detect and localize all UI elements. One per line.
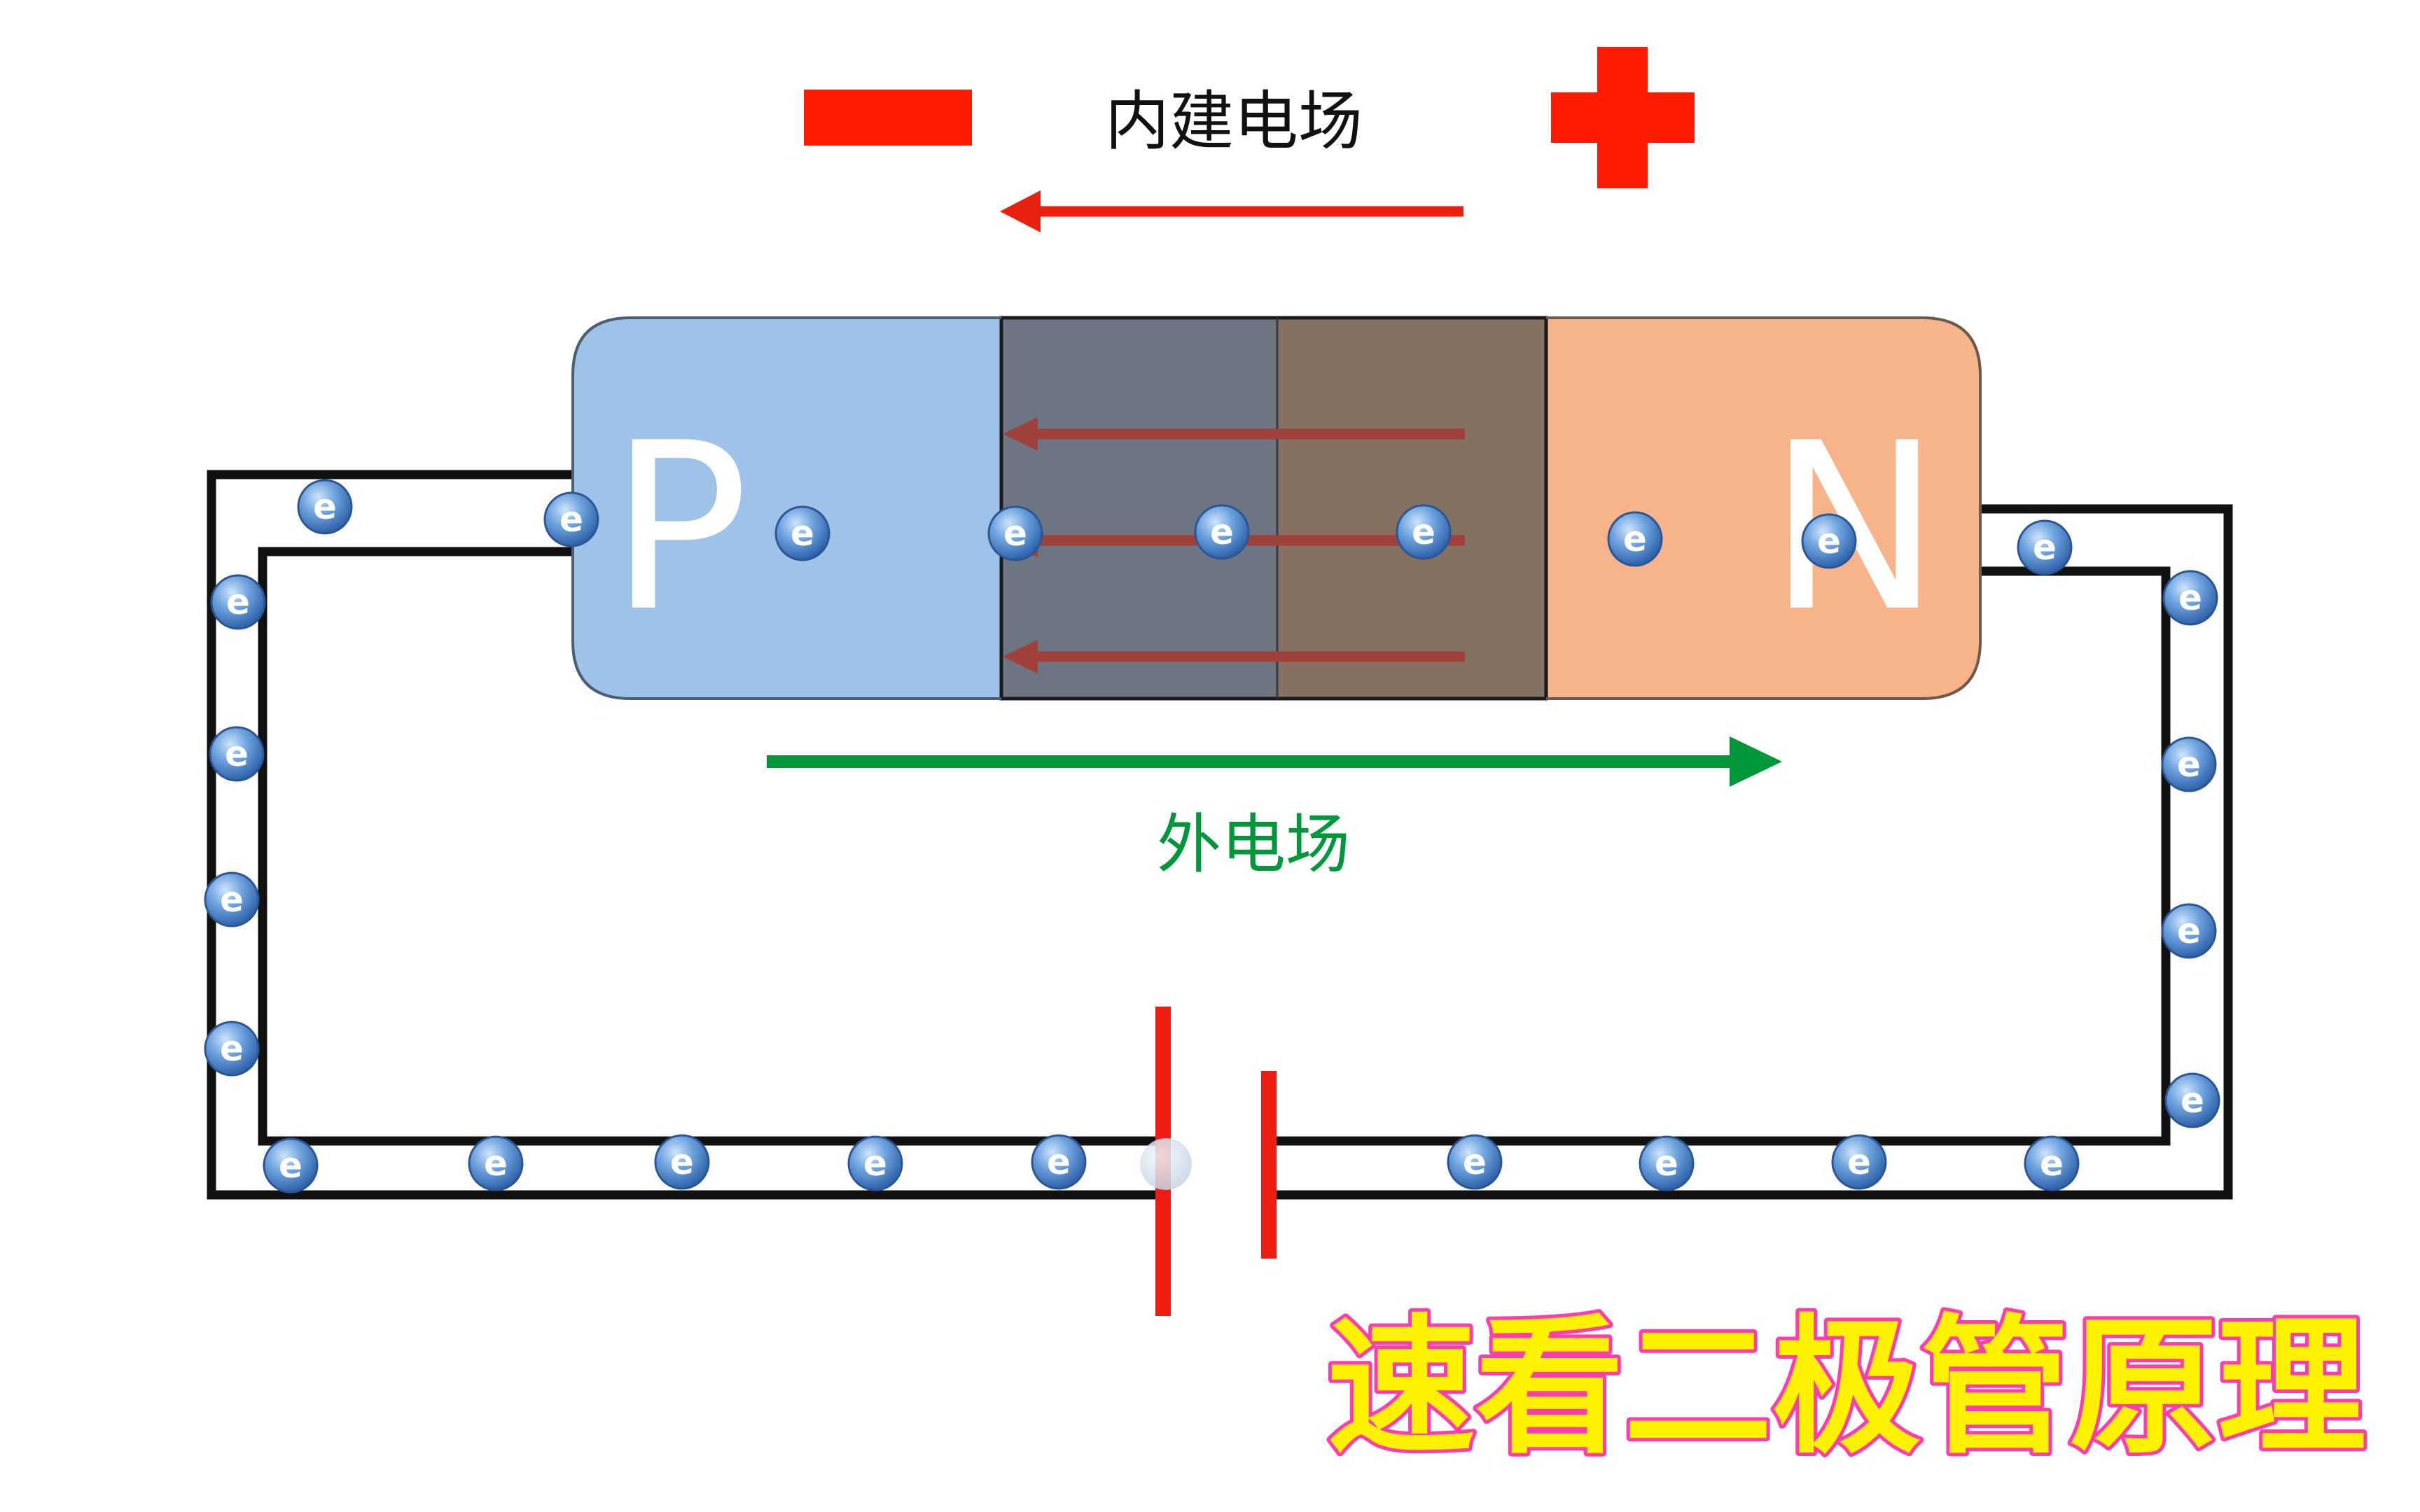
- electron-25: e: [2161, 903, 2217, 959]
- electron-1: e: [297, 479, 353, 535]
- electron-6: e: [1396, 504, 1452, 560]
- electron-15: e: [468, 1135, 524, 1191]
- electron-label: e: [2177, 744, 2201, 785]
- p-region-label: P: [610, 393, 749, 662]
- electron-label: e: [559, 499, 583, 540]
- electron-13: e: [204, 1021, 260, 1077]
- faded-electron: [1140, 1138, 1192, 1190]
- electron-label: e: [220, 1028, 244, 1069]
- electron-21: e: [1831, 1134, 1887, 1190]
- electron-label: e: [1847, 1142, 1871, 1182]
- electron-label: e: [1412, 512, 1435, 552]
- electrons: e e e e e e e e e e e e e e e e e e e e e e e e e e: [204, 479, 2220, 1194]
- electron-17: e: [847, 1135, 903, 1191]
- electron-3: e: [774, 505, 830, 561]
- depletion-region-border: [999, 316, 1548, 701]
- electron-10: e: [210, 574, 266, 630]
- electron-23: e: [2162, 570, 2218, 626]
- diode-body: P N: [571, 316, 1982, 701]
- electron-18: e: [1031, 1134, 1087, 1190]
- title: 速看二极管原理: [1327, 1301, 2366, 1474]
- electron-label: e: [791, 513, 814, 554]
- electron-label: e: [226, 582, 250, 622]
- electron-label: e: [484, 1143, 508, 1184]
- n-region-label: N: [1768, 393, 1941, 662]
- electron-24: e: [2161, 736, 2217, 792]
- electron-8: e: [1801, 513, 1857, 569]
- electron-5: e: [1194, 504, 1250, 560]
- electron-label: e: [220, 879, 244, 920]
- electron-16: e: [654, 1134, 710, 1190]
- electron-20: e: [1639, 1135, 1695, 1191]
- electron-label: e: [1623, 519, 1647, 559]
- electron-label: e: [1817, 521, 1841, 561]
- electron-7: e: [1607, 511, 1663, 567]
- n-region: [1546, 318, 1980, 699]
- electron-12: e: [204, 872, 260, 927]
- electron-11: e: [209, 726, 265, 782]
- positive-sign-icon: [1551, 47, 1695, 188]
- electron-label: e: [2040, 1143, 2064, 1184]
- p-region: [573, 318, 1001, 699]
- electron-label: e: [670, 1142, 694, 1182]
- external-field-label: 外电场: [1157, 807, 1350, 882]
- electron-label: e: [863, 1143, 887, 1184]
- electron-label: e: [1003, 513, 1027, 554]
- electron-label: e: [2033, 527, 2057, 568]
- electron-label: e: [2177, 911, 2201, 951]
- electron-2: e: [543, 491, 599, 547]
- negative-sign-icon: [804, 90, 972, 146]
- electron-label: e: [225, 734, 249, 774]
- electron-label: e: [2181, 1080, 2204, 1121]
- electron-4: e: [987, 505, 1043, 561]
- electron-label: e: [1210, 512, 1234, 552]
- electron-label: e: [1047, 1142, 1071, 1182]
- electron-label: e: [279, 1145, 302, 1186]
- electron-label: e: [1463, 1142, 1487, 1182]
- electron-label: e: [313, 486, 337, 527]
- electron-14: e: [263, 1138, 319, 1194]
- electron-26: e: [2164, 1072, 2220, 1128]
- built-in-field-label: 内建电场: [1105, 84, 1363, 159]
- external-field-arrow: [767, 736, 1782, 787]
- electron-9: e: [2017, 519, 2073, 575]
- circuit-wire: [207, 470, 2233, 1200]
- electron-19: e: [1447, 1134, 1503, 1190]
- electron-label: e: [1655, 1143, 1678, 1184]
- built-in-field-arrow: [1000, 190, 1463, 232]
- electron-label: e: [2178, 578, 2202, 618]
- electron-22: e: [2024, 1135, 2080, 1191]
